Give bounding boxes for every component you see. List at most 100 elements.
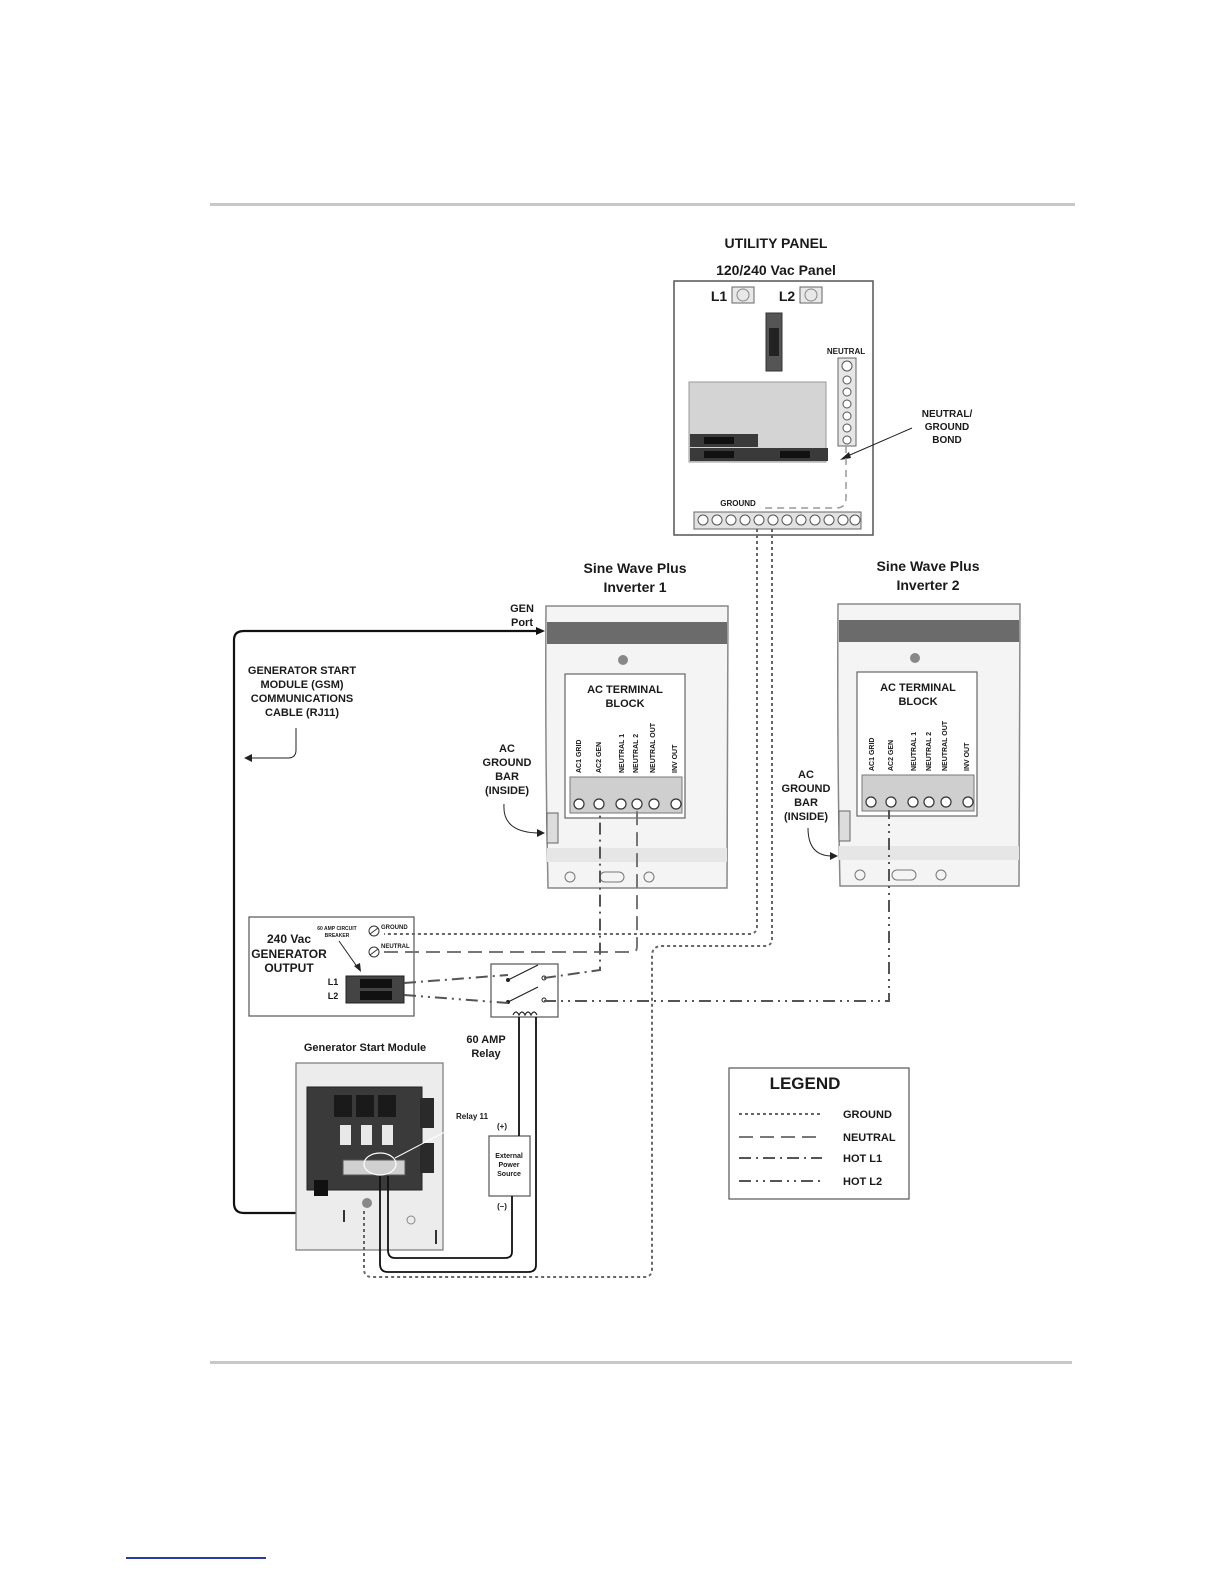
neutral-screw (842, 399, 852, 409)
terminal-screw (940, 796, 952, 808)
relay-label-1: 60 AMP (466, 1034, 505, 1046)
l1-lug-circle (736, 288, 750, 302)
generator-title-1: 240 Vac (267, 932, 311, 946)
relay-l2-to-inverter2-wire (544, 810, 890, 1002)
hot-l2-wires (403, 810, 890, 1004)
breaker-label-1: 60 AMP CIRCUIT (317, 926, 356, 932)
inverter2-tb-label-2: BLOCK (898, 696, 937, 708)
terminal-screw (648, 798, 660, 810)
gsm-cable-label-3: COMMUNICATIONS (251, 693, 353, 705)
gsm-mount-hole (406, 1215, 416, 1225)
coil-return-wire (379, 1017, 537, 1273)
inverter2-ground-bar-icon (838, 810, 851, 842)
bond-wire (760, 446, 847, 509)
header-rule (210, 203, 1075, 206)
ground-screw (781, 514, 793, 526)
ground-screw (837, 514, 849, 526)
panel-l1-label: L1 (711, 288, 728, 304)
gsm-side-connector (420, 1143, 434, 1173)
power-label-3: Source (497, 1171, 521, 1178)
inv2-terminal-ac2gen: AC2 GEN (888, 740, 895, 771)
power-label-2: Power (498, 1162, 519, 1169)
terminal-screw (670, 798, 682, 810)
neutral-screw (841, 360, 853, 372)
generator-output: 240 Vac GENERATOR OUTPUT 60 AMP CIRCUIT … (248, 916, 415, 1017)
terminal-screw (865, 796, 877, 808)
inv2-terminal-ac1grid: AC1 GRID (869, 738, 876, 771)
neutral-screw (842, 423, 852, 433)
inv2-terminal-neutralout: NEUTRAL OUT (942, 720, 949, 771)
inverter2-mount-hole (854, 869, 866, 881)
generator-start-module: Generator Start Module Relay 11 (295, 1042, 489, 1251)
inverter-1: Sine Wave Plus Inverter 1 AC TERMINAL BL… (483, 560, 729, 889)
breaker-pointer-arrowhead (354, 963, 361, 972)
inv2-terminal-neutral1: NEUTRAL 1 (911, 732, 918, 771)
ground-screw (767, 514, 779, 526)
ground-screw (823, 514, 835, 526)
gsm-cable-arrowhead (244, 754, 252, 762)
neutral-screw (842, 435, 852, 445)
gsm-fuse-icon (361, 1125, 372, 1145)
power-negative-wire (387, 1176, 513, 1259)
inverter2-title-1: Sine Wave Plus (877, 558, 980, 574)
relay-enclosure (490, 963, 559, 1018)
neutral-bar-screws (841, 360, 853, 445)
inv1-ground-bar-label-4: (INSIDE) (485, 785, 529, 797)
utility-ground-wire-b (363, 529, 773, 1278)
inv2-ground-bar-label-2: GROUND (782, 783, 831, 795)
gsm-side-connector (420, 1098, 434, 1128)
relay11-highlight (363, 1152, 397, 1176)
dc-control-wires (379, 1017, 537, 1273)
branch-breaker-slot (704, 437, 734, 444)
inv2-ground-bar-label-4: (INSIDE) (784, 811, 828, 823)
ground-screw (809, 514, 821, 526)
utility-panel-subtitle: 120/240 Vac Panel (716, 262, 836, 278)
inverter2-led-icon (910, 653, 920, 663)
gsm-relay-icon (356, 1095, 374, 1117)
relay11-pointer (394, 1123, 461, 1159)
inv1-terminal-invout: INV OUT (672, 744, 679, 773)
gen-l1-to-relay-wire (403, 974, 509, 984)
gsm-fuse-icon (382, 1125, 393, 1145)
inv2-ground-bar-arrow (807, 827, 833, 857)
gen-neutral-label: NEUTRAL (381, 944, 410, 950)
utility-panel-title: UTILITY PANEL (725, 235, 828, 251)
ground-bar-label: GROUND (720, 499, 756, 508)
terminal-screw (962, 796, 974, 808)
inv1-terminal-ac2gen: AC2 GEN (596, 742, 603, 773)
inv1-terminal-neutralout: NEUTRAL OUT (650, 722, 657, 773)
inverter2-terminal-screws (865, 796, 974, 808)
relay-label-2: Relay (471, 1048, 501, 1060)
relay11-label: Relay 11 (456, 1112, 489, 1121)
branch-breaker-slot (704, 451, 734, 458)
inverter1-title-1: Sine Wave Plus (584, 560, 687, 576)
power-plus-label: (+) (497, 1122, 507, 1131)
relay-contact-arm (507, 986, 539, 1003)
gsm-relay-icon (334, 1095, 352, 1117)
inverter1-terminal-strip (569, 776, 683, 814)
neutral-screw (842, 411, 852, 421)
hot-l1-wires (403, 812, 601, 984)
legend: LEGEND GROUND NEUTRAL HOT L1 HOT L2 (728, 1067, 910, 1200)
relay-contact (506, 978, 510, 982)
footer-rule (210, 1361, 1072, 1364)
main-breaker-handle (769, 328, 779, 356)
breaker-label-2: BREAKER (325, 933, 350, 939)
inverter1-mount-hole (643, 871, 655, 883)
legend-hotl1-label: HOT L1 (843, 1153, 882, 1165)
inverter2-mount-hole (935, 869, 947, 881)
breaker-pointer (338, 940, 359, 969)
inv1-ground-bar-arrow (503, 803, 541, 834)
panel-l2-label: L2 (779, 288, 796, 304)
gen-neutral-wire (384, 810, 638, 953)
relay-contact-arm (507, 964, 539, 981)
bond-arrowhead (840, 452, 851, 460)
bond-label-1: NEUTRAL/ (922, 409, 973, 420)
inv2-ground-bar-label-3: BAR (794, 797, 818, 809)
legend-hotl2-label: HOT L2 (843, 1176, 882, 1188)
l1-lug-icon (731, 286, 755, 304)
inverter2-top-band (839, 620, 1019, 642)
inverter1-terminal-screws (573, 798, 682, 810)
terminal-screw (885, 796, 897, 808)
inverter1-title-2: Inverter 1 (603, 579, 666, 595)
